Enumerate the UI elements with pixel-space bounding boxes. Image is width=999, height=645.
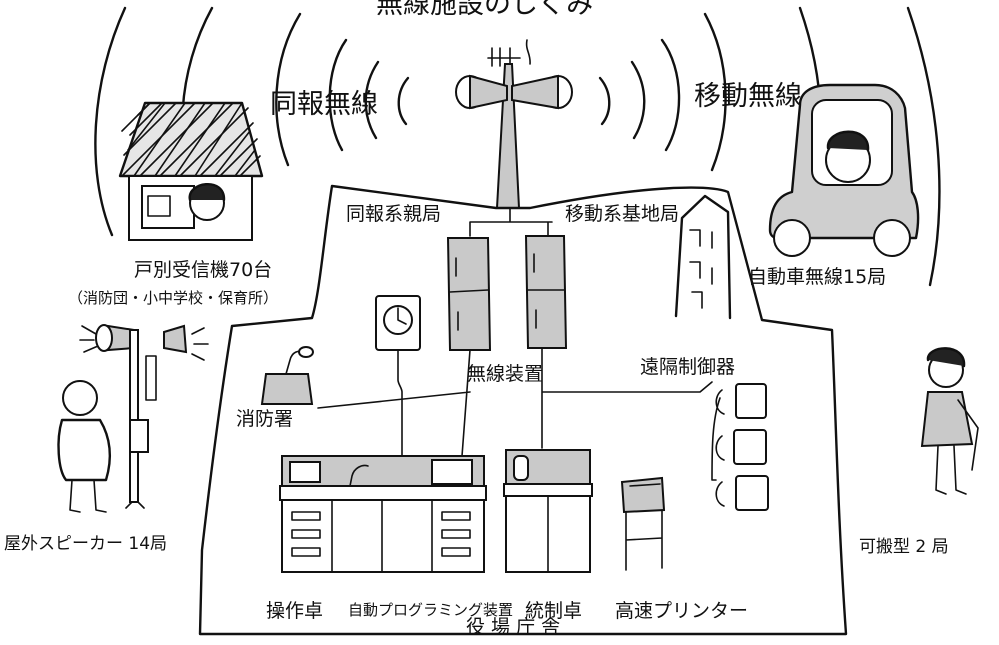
- car-illustration: [768, 83, 920, 257]
- outdoor-speaker-pole: [79, 324, 209, 509]
- label-yakuba-chosha: 役 場 庁 舎: [466, 616, 561, 638]
- label-kobetsu-jushinki: 戸別受信機70台: [134, 259, 273, 281]
- radio-waves-left: [94, 6, 410, 237]
- diagram-title: 無線施設のしくみ: [376, 0, 594, 20]
- label-okugai-speaker: 屋外スピーカー 14局: [4, 534, 168, 554]
- operation-console: [279, 455, 487, 573]
- label-doho-oyakyoku: 同報系親局: [346, 203, 442, 225]
- person-right: [920, 347, 979, 495]
- town-hall-building-outline: [198, 184, 848, 636]
- label-kahangata: 可搬型 2 局: [859, 537, 949, 557]
- control-console: [503, 449, 593, 573]
- person-left: [57, 380, 112, 513]
- radio-equipment: [446, 207, 568, 351]
- label-doho-musen: 同報無線: [270, 89, 378, 120]
- house-receiver-illustration: [118, 101, 264, 241]
- auto-programming-clock: [375, 295, 421, 457]
- high-speed-printer: [620, 476, 666, 571]
- label-kobetsu-note: （消防団・小中学校・保育所）: [68, 289, 279, 307]
- fire-station-microphone: [260, 346, 314, 405]
- label-sosataku: 操作卓: [266, 600, 324, 622]
- label-enkaku-seigyoki: 遠隔制御器: [640, 356, 736, 378]
- label-ido-musen: 移動無線: [694, 81, 802, 112]
- label-jidosha-musen: 自動車無線15局: [748, 266, 887, 288]
- label-kosoku-printer: 高速プリンター: [615, 600, 749, 622]
- label-toseitaku: 統制卓: [525, 600, 583, 622]
- remote-controllers: [715, 383, 769, 511]
- antenna-tower: [455, 39, 573, 209]
- label-shobosho: 消防署: [236, 408, 294, 430]
- label-jido-programming: 自動プログラミング装置: [348, 601, 514, 619]
- label-musen-sochi: 無線装置: [467, 363, 544, 385]
- label-ido-kichikyoku: 移動系基地局: [565, 203, 680, 225]
- building-tower: [674, 194, 732, 320]
